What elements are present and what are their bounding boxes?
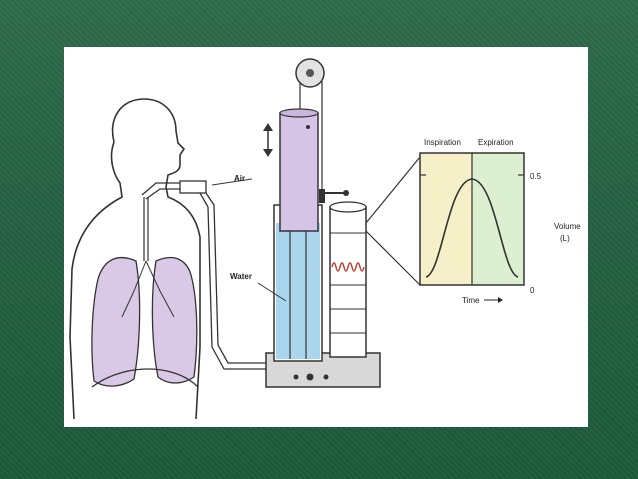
label-expiration: Expiration xyxy=(478,138,514,147)
label-volume-unit: (L) xyxy=(560,234,570,243)
lung-right xyxy=(151,256,198,384)
label-time: Time xyxy=(462,296,480,305)
arrow-right-icon xyxy=(484,297,503,303)
label-volume: Volume xyxy=(554,222,581,231)
label-air: Air xyxy=(234,174,245,183)
recording-drum xyxy=(329,201,367,358)
zoom-line-top xyxy=(365,156,421,224)
drum-trace xyxy=(331,262,365,272)
spirometer xyxy=(257,58,381,388)
spirogram xyxy=(419,152,525,286)
lung-left xyxy=(91,256,141,387)
tick-label-bottom: 0 xyxy=(530,286,535,295)
spirometer-diagram: Air xyxy=(69,58,581,420)
tick-label-top: 0.5 xyxy=(530,172,542,181)
body-outline xyxy=(69,98,201,420)
zoom-line-bottom xyxy=(365,230,421,286)
mouthpiece xyxy=(179,180,207,194)
breathing-hose xyxy=(179,178,268,370)
air-chamber-bell xyxy=(279,112,319,232)
diaphragm xyxy=(91,368,199,388)
water xyxy=(276,223,320,359)
label-water: Water xyxy=(230,272,252,281)
human-figure xyxy=(69,98,201,420)
pulley-icon xyxy=(295,58,325,197)
diagram-panel: Air xyxy=(64,47,588,427)
volume-curve xyxy=(425,178,519,278)
airway-tube xyxy=(145,188,180,200)
up-down-arrow-icon xyxy=(263,123,273,157)
label-inspiration: Inspiration xyxy=(424,138,461,147)
expiration-zone xyxy=(472,153,524,285)
inspiration-zone xyxy=(420,153,472,285)
